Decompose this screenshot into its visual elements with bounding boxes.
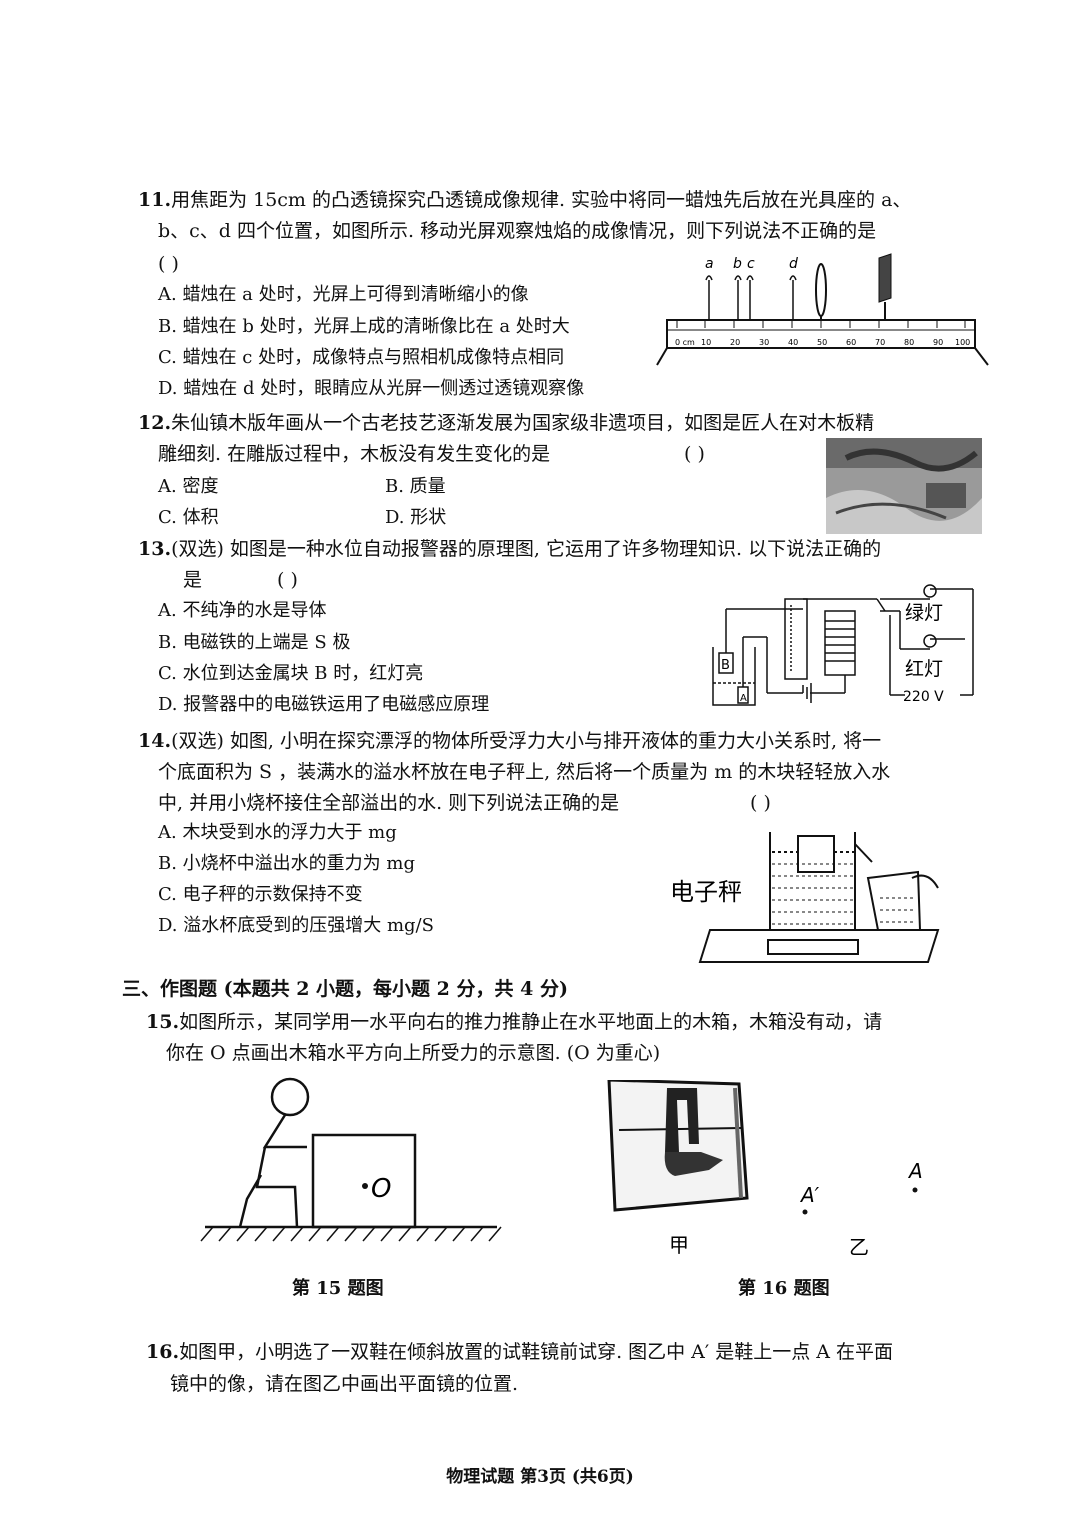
q13-voltage-label: 220 V bbox=[903, 689, 944, 705]
q14-option-b: B. 小烧杯中溢出水的重力为 mg bbox=[158, 853, 415, 874]
q13-metal-block-a-label: A bbox=[740, 693, 747, 704]
q11-label-d: d bbox=[789, 256, 798, 272]
q14-option-c: C. 电子秤的示数保持不变 bbox=[158, 884, 363, 905]
q11-stem2: b、c、d 四个位置，如图所示. 移动光屏观察烛焰的成像情况，则下列说法不正确的… bbox=[158, 220, 877, 242]
q11-option-c: C. 蜡烛在 c 处时，成像特点与照相机成像特点相同 bbox=[158, 347, 565, 368]
q15-caption: 第 15 题图 bbox=[292, 1278, 384, 1299]
q11-tick-50: 50 bbox=[817, 338, 827, 347]
q14-answer-blank: ( ) bbox=[750, 792, 771, 814]
q16-number: 16. bbox=[146, 1341, 180, 1363]
q11-label-a: a bbox=[705, 256, 714, 272]
q14-option-a: A. 木块受到水的浮力大于 mg bbox=[158, 822, 397, 843]
q11-tick-20: 20 bbox=[730, 338, 740, 347]
q13-green-lamp-label: 绿灯 bbox=[905, 602, 943, 624]
q15-point-o-label: O bbox=[371, 1174, 391, 1204]
q14-stem3: 中, 并用小烧杯接住全部溢出的水. 则下列说法正确的是 bbox=[158, 792, 620, 814]
q13-stem-line1: 13.(双选) 如图是一种水位自动报警器的原理图, 它运用了许多物理知识. 以下… bbox=[138, 537, 881, 561]
q11-label-c: c bbox=[747, 256, 755, 272]
q11-tick-0: 0 cm bbox=[675, 338, 695, 347]
q11-tick-60: 60 bbox=[846, 338, 856, 347]
q15-stem-line1: 15.如图所示，某同学用一水平向右的推力推静止在水平地面上的木箱，木箱没有动，请 bbox=[146, 1010, 882, 1034]
q16-yi-label: 乙 bbox=[849, 1235, 869, 1259]
q16-point-a-prime bbox=[802, 1209, 808, 1215]
q13-stem1: (双选) 如图是一种水位自动报警器的原理图, 它运用了许多物理知识. 以下说法正… bbox=[171, 538, 882, 560]
q15-center-point bbox=[362, 1183, 368, 1189]
q13-water-alarm-figure: B A 绿灯 红灯 220 V bbox=[712, 584, 974, 706]
q13-option-d: D. 报警器中的电磁铁运用了电磁感应原理 bbox=[158, 694, 490, 715]
q12-option-c: C. 体积 bbox=[158, 507, 219, 528]
q11-option-a: A. 蜡烛在 a 处时，光屏上可得到清晰缩小的像 bbox=[158, 284, 529, 305]
q11-tick-90: 90 bbox=[933, 338, 943, 347]
q15-push-box-figure: O bbox=[200, 1077, 502, 1242]
q16-stem-line1: 16.如图甲，小明选了一双鞋在倾斜放置的试鞋镜前试穿. 图乙中 A′ 是鞋上一点… bbox=[146, 1340, 893, 1364]
q15-number: 15. bbox=[146, 1011, 180, 1033]
q11-tick-30: 30 bbox=[759, 338, 769, 347]
q14-stem-line1: 14.(双选) 如图, 小明在探究漂浮的物体所受浮力大小与排开液体的重力大小关系… bbox=[138, 729, 881, 753]
page-footer: 物理试题 第3页 (共6页) bbox=[446, 1467, 634, 1487]
q16-a-prime-label: A′ bbox=[799, 1183, 820, 1207]
q11-lens bbox=[815, 263, 827, 317]
q14-option-d: D. 溢水杯底受到的压强增大 mg/S bbox=[158, 915, 434, 936]
q16-caption: 第 16 题图 bbox=[738, 1278, 830, 1299]
q15-stem1: 如图所示，某同学用一水平向右的推力推静止在水平地面上的木箱，木箱没有动，请 bbox=[179, 1011, 883, 1033]
q13-number: 13. bbox=[138, 538, 172, 560]
q12-option-a: A. 密度 bbox=[158, 476, 219, 497]
q12-answer-blank: ( ) bbox=[684, 443, 705, 465]
q11-stem1: 用焦距为 15cm 的凸透镜探究凸透镜成像规律. 实验中将同一蜡烛先后放在光具座… bbox=[171, 189, 912, 211]
q13-option-c: C. 水位到达金属块 B 时，红灯亮 bbox=[158, 663, 424, 684]
q12-option-d: D. 形状 bbox=[385, 507, 447, 528]
q11-tick-80: 80 bbox=[904, 338, 914, 347]
q11-answer-blank: ( ) bbox=[158, 253, 179, 275]
q11-tick-70: 70 bbox=[875, 338, 885, 347]
q15-stem2: 你在 O 点画出木箱水平方向上所受力的示意图. (O 为重心) bbox=[166, 1042, 661, 1064]
q13-metal-block-b-label: B bbox=[721, 658, 730, 673]
q12-stem2: 雕细刻. 在雕版过程中，木板没有发生变化的是 bbox=[158, 443, 551, 465]
q12-woodcarving-photo bbox=[826, 438, 982, 534]
q14-number: 14. bbox=[138, 730, 172, 752]
q14-scale-label: 电子秤 bbox=[670, 878, 742, 906]
q11-tick-10: 10 bbox=[701, 338, 711, 347]
section3-title: 三、作图题 (本题共 2 小题，每小题 2 分，共 4 分) bbox=[122, 978, 568, 1000]
q11-number: 11. bbox=[138, 189, 172, 211]
q14-stem2: 个底面积为 S ，装满水的溢水杯放在电子秤上, 然后将一个质量为 m 的木块轻轻… bbox=[158, 761, 891, 783]
q16-mirror-figure: A′ A 甲 乙 bbox=[607, 1080, 923, 1259]
q16-a-label: A bbox=[907, 1159, 923, 1183]
q16-point-a bbox=[912, 1187, 918, 1193]
q13-option-a: A. 不纯净的水是导体 bbox=[158, 600, 327, 621]
q13-option-b: B. 电磁铁的上端是 S 极 bbox=[158, 632, 351, 653]
q16-stem2: 镜中的像，请在图乙中画出平面镜的位置. bbox=[170, 1373, 519, 1395]
q12-option-b: B. 质量 bbox=[385, 476, 446, 497]
q13-stem2: 是 bbox=[183, 569, 203, 591]
q14-stem1: (双选) 如图, 小明在探究漂浮的物体所受浮力大小与排开液体的重力大小关系时, … bbox=[171, 730, 882, 752]
q12-stem1: 朱仙镇木版年画从一个古老技艺逐渐发展为国家级非遗项目，如图是匠人在对木板精 bbox=[171, 412, 875, 434]
q11-label-b: b bbox=[733, 256, 742, 272]
q11-option-d: D. 蜡烛在 d 处时，眼睛应从光屏一侧透过透镜观察像 bbox=[158, 378, 585, 399]
q14-overflow-cup-figure: 电子秤 bbox=[670, 832, 940, 963]
q12-stem-line1: 12.朱仙镇木版年画从一个古老技艺逐渐发展为国家级非遗项目，如图是匠人在对木板精 bbox=[138, 411, 874, 435]
q13-answer-blank: ( ) bbox=[277, 569, 298, 591]
q16-stem1: 如图甲，小明选了一双鞋在倾斜放置的试鞋镜前试穿. 图乙中 A′ 是鞋上一点 A … bbox=[179, 1341, 894, 1363]
q11-tick-100: 100 bbox=[955, 338, 970, 347]
q11-optical-bench-figure: 0 cm 10 20 30 40 50 60 70 80 90 100 a b … bbox=[656, 253, 989, 366]
q11-tick-40: 40 bbox=[788, 338, 798, 347]
q11-stem-line1: 11.用焦距为 15cm 的凸透镜探究凸透镜成像规律. 实验中将同一蜡烛先后放在… bbox=[138, 188, 911, 212]
q11-screen bbox=[878, 253, 892, 303]
q12-number: 12. bbox=[138, 412, 172, 434]
q16-jia-label: 甲 bbox=[669, 1233, 689, 1257]
q11-option-b: B. 蜡烛在 b 处时，光屏上成的清晰像比在 a 处时大 bbox=[158, 316, 570, 337]
q13-red-lamp-label: 红灯 bbox=[905, 658, 943, 680]
